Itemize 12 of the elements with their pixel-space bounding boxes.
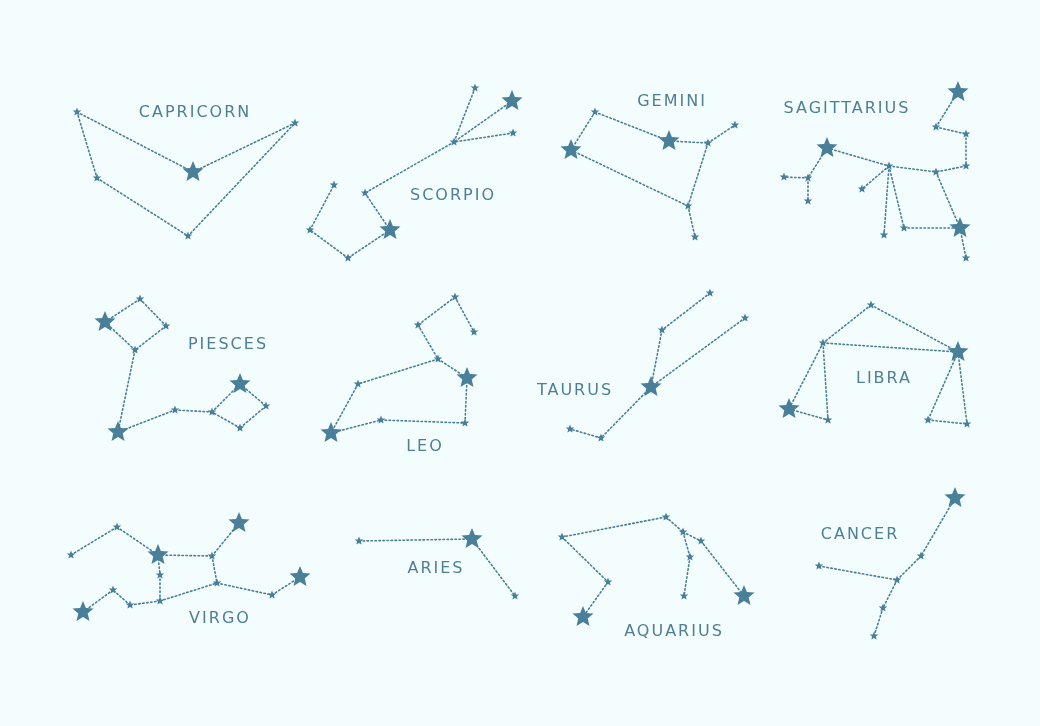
- constellation-name: SCORPIO: [410, 187, 496, 203]
- constellation-name: LEO: [406, 438, 444, 454]
- constellation-name: LIBRA: [856, 370, 912, 386]
- constellation-name: PIESCES: [187, 336, 269, 352]
- constellation-name: CAPRICORN: [138, 104, 252, 120]
- constellation-name: GEMINI: [637, 93, 707, 109]
- constellation-name: VIRGO: [189, 610, 251, 626]
- constellation-name: CANCER: [820, 526, 900, 542]
- constellation-name: SAGITTARIUS: [783, 100, 911, 116]
- constellation-name: TAURUS: [536, 382, 614, 398]
- constellation-name: ARIES: [407, 560, 465, 576]
- constellation-name: AQUARIUS: [624, 623, 724, 639]
